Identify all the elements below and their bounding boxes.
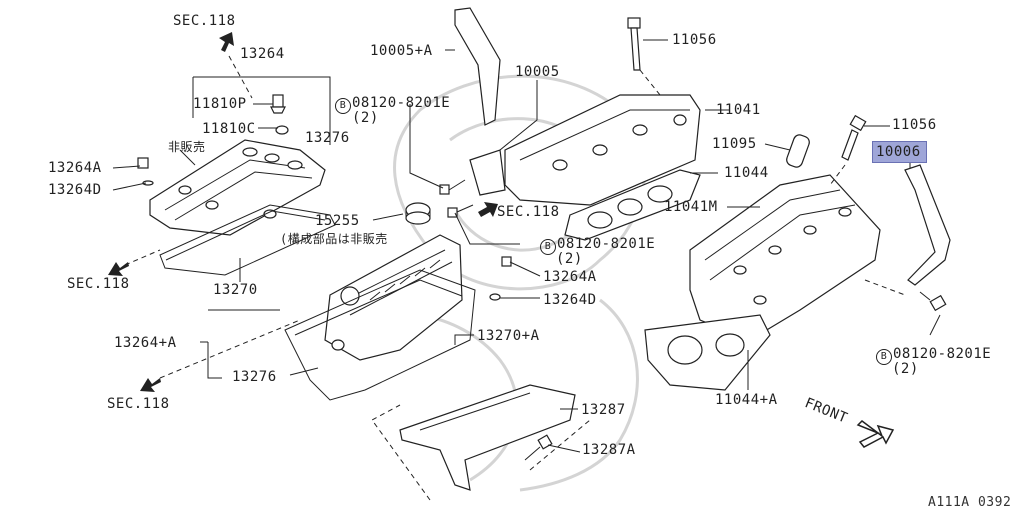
front-arrow-icon [856,420,895,448]
engine-hanger-mid [469,149,506,196]
figure-code: A111A 0392 [928,495,1012,510]
bolt-circle-icon: B [876,349,892,365]
label-11810p: 11810P [193,96,247,112]
label-10006-highlighted[interactable]: 10006 [872,141,927,163]
label-13276-top: 13276 [305,130,350,146]
label-sec118-left: SEC.118 [67,276,130,292]
label-08120-2-qty: (2) [556,251,583,267]
cylinder-head-right-bank [689,174,881,341]
label-11041: 11041 [716,102,761,118]
engine-hanger-rear [904,164,951,286]
valve-cover-gasket-lower [284,269,476,401]
arrow-right-icon [478,202,498,217]
label-13264a-mid: 13264A [543,269,597,285]
valve-cover-lower [324,234,463,361]
bolts-middle [439,179,512,301]
arrow-left-icon [108,262,129,276]
arrow-up-icon [219,32,234,52]
label-08120-1-qty: (2) [352,110,379,126]
label-13264-plus-a: 13264+A [114,335,177,351]
label-13270a: 13270+A [477,328,540,344]
dowel-11095 [786,134,810,168]
label-13264a-left: 13264A [48,160,102,176]
bolt-circle-icon: B [335,98,351,114]
engine-hanger-front [454,7,501,126]
label-11044: 11044 [724,165,769,181]
label-11056-top: 11056 [672,32,717,48]
label-13287a: 13287A [582,442,636,458]
label-11095: 11095 [712,136,757,152]
bolt-08120-right [919,291,947,312]
label-13264d-left: 13264D [48,182,102,198]
bolt-13287a [524,434,553,461]
arrow-left-icon-bottom [140,378,161,392]
label-11044a: 11044+A [715,392,778,408]
head-gasket-right-bank [644,314,771,391]
engine-cover [399,384,576,491]
label-13287: 13287 [581,402,626,418]
bolt-circle-icon: B [540,239,556,255]
pcv-valve [270,94,289,135]
bolt-11056-top [627,17,641,71]
label-08120-1-text: 08120-8201E [352,95,451,111]
valve-cover-upper [149,139,326,236]
label-sec118-top: SEC.118 [173,13,236,29]
label-11810c: 11810C [202,121,256,137]
label-08120-3-qty: (2) [892,361,919,377]
oil-filler-cap [405,202,431,225]
label-kouseibuhin: (構成部品は非販売 [280,232,388,246]
label-sec118-mid: SEC.118 [497,204,560,220]
head-gasket-left-bank [564,169,701,241]
label-15255: 15255 [315,213,360,229]
cylinder-head-left-bank [504,94,701,206]
label-08120-2-text: 08120-8201E [557,236,656,252]
label-13264d-mid: 13264D [543,292,597,308]
label-sec118-bottom: SEC.118 [107,396,170,412]
bolt-13264a-left [137,157,154,186]
valve-cover-gasket-upper [159,204,336,276]
label-13276-bottom: 13276 [232,369,277,385]
label-hihanbai: 非販売 [168,140,206,154]
label-10005a: 10005+A [370,43,433,59]
label-11056-right: 11056 [892,117,937,133]
bolt-11056-right [841,114,867,161]
leader-lines [112,39,941,501]
label-10005: 10005 [515,64,560,80]
label-13264: 13264 [240,46,285,62]
label-08120-3-text: 08120-8201E [893,346,992,362]
label-11041m: 11041M [664,199,718,215]
label-13270: 13270 [213,282,258,298]
